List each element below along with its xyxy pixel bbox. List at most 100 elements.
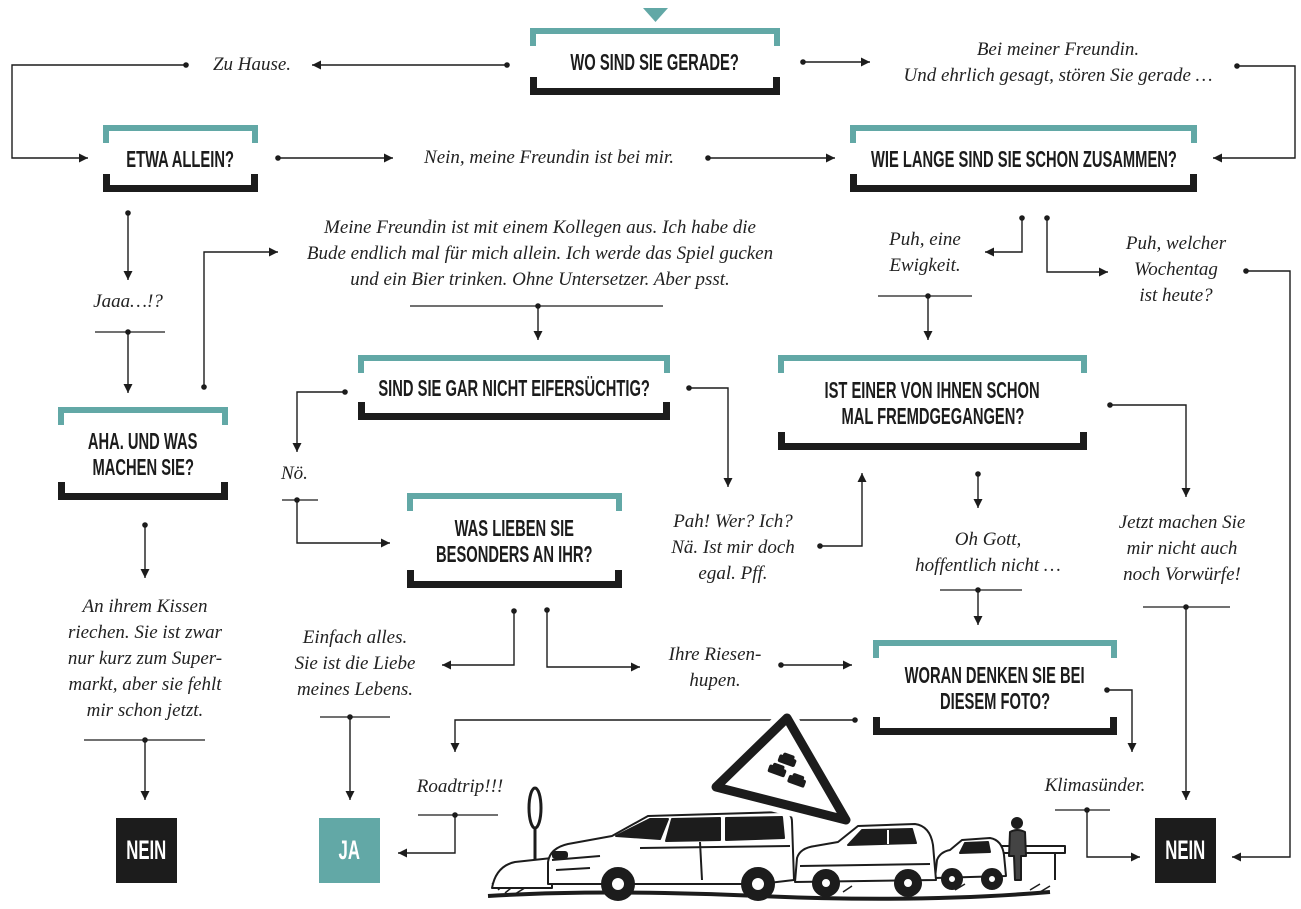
terminal-label: JA [338, 835, 361, 865]
connector-dot [544, 607, 550, 613]
answer-jaaa: Jaaa…!? [78, 289, 178, 315]
connector-dot [201, 384, 207, 390]
connector-arrow [820, 473, 867, 547]
connector-arrow [442, 611, 515, 670]
connector-arrow [1046, 218, 1108, 277]
answer-kissen: An ihrem Kissen riechen. Sie ist zwar nu… [40, 594, 250, 724]
answer-nein-freundin-bei-mir: Nein, meine Freundin ist bei mir. [389, 145, 709, 171]
connector-arrow [1110, 404, 1191, 497]
answer-line: Einfach alles. [302, 627, 408, 648]
answer-line: An ihrem Kissen [82, 596, 208, 617]
car-rear [934, 837, 1007, 890]
connector-dot [975, 471, 981, 477]
connector-dot [1019, 215, 1025, 221]
answer-line: markt, aber sie fehlt [68, 674, 222, 695]
answer-line: Sie ist die Liebe [294, 653, 416, 674]
answer-line: Zu Hause. [212, 54, 292, 75]
question-text: SIND SIE GAR NICHT EIFERSÜCHTIG? [378, 374, 650, 401]
answer-riesenhupen: Ihre Riesen- hupen. [655, 642, 775, 694]
terminal-label: NEIN [1165, 835, 1206, 865]
connector-dot [511, 608, 517, 614]
answer-line: mir nicht auch [1126, 538, 1238, 559]
connector-arrow [398, 815, 456, 858]
start-triangle-icon [643, 8, 668, 22]
answer-noe: Nö. [281, 461, 321, 487]
connector-dot [342, 389, 348, 395]
answer-line: Nä. Ist mir doch [671, 537, 795, 558]
connector-dot [1234, 63, 1240, 69]
terminal-nein-left: NEIN [116, 818, 177, 883]
answer-wochentag: Puh, welcher Wochentag ist heute? [1106, 231, 1246, 309]
answer-line: meines Lebens. [296, 679, 414, 700]
answer-bei-meiner-freundin: Bei meiner Freundin. Und ehrlich gesagt,… [868, 37, 1248, 89]
connector-arrow [1232, 270, 1291, 862]
connector-dot [1243, 268, 1249, 274]
answer-line: Roadtrip!!! [416, 776, 504, 797]
connector-arrow [1086, 810, 1140, 862]
connector-dot [1107, 402, 1113, 408]
answer-line: Ewigkeit. [889, 255, 961, 276]
traffic-jam-illustration [487, 708, 1066, 901]
answer-vorwuerfe: Jetzt machen Sie mir nicht auch noch Vor… [1102, 510, 1262, 588]
question-text: BESONDERS AN IHR? [436, 540, 593, 567]
answer-line: Nein, meine Freundin ist bei mir. [424, 147, 674, 168]
question-text: ETWA ALLEIN? [126, 145, 235, 172]
connector-dot [142, 737, 148, 743]
answer-line: Oh Gott, [954, 529, 1022, 550]
connector-arrow [546, 610, 640, 672]
answer-line: Pah! Wer? Ich? [673, 511, 793, 532]
question-text: MACHEN SIE? [92, 453, 194, 480]
connector-dot [705, 155, 711, 161]
answer-line: mir schon jetzt. [86, 700, 204, 721]
answer-zu-hause: Zu Hause. [192, 52, 312, 78]
connector-arrow [985, 218, 1023, 257]
question-text: MAL FREMDGEGANGEN? [841, 402, 1024, 429]
connector-dot [925, 293, 931, 299]
connector-dot [504, 62, 510, 68]
answer-line: Jaaa…!? [93, 291, 163, 312]
question-wo-sind-sie-gerade: WO SIND SIE GERADE? [530, 28, 780, 95]
answer-line: Wochentag [1134, 259, 1218, 280]
answer-line: hupen. [689, 670, 741, 691]
answer-line: noch Vorwürfe! [1123, 564, 1241, 585]
question-was-lieben-sie: WAS LIEBEN SIE BESONDERS AN IHR? [407, 493, 622, 588]
connector-dot [1044, 215, 1050, 221]
connector-dot [535, 303, 541, 309]
answer-oh-gott: Oh Gott, hoffentlich nicht … [898, 527, 1078, 579]
question-text: WORAN DENKEN SIE BEI [905, 661, 1085, 688]
question-text: DIESEM FOTO? [939, 687, 1051, 714]
question-wie-lange: WIE LANGE SIND SIE SCHON ZUSAMMEN? [850, 125, 1197, 192]
connector-arrow [296, 500, 390, 548]
answer-line: hoffentlich nicht … [915, 555, 1061, 576]
terminal-nein-right: NEIN [1155, 818, 1216, 883]
connector-dot [125, 210, 131, 216]
traffic-jam-warning-sign-icon [706, 708, 856, 830]
answer-klimasuender: Klimasünder. [1030, 773, 1160, 799]
connector-arrow [11, 64, 186, 163]
connector-dot [125, 329, 131, 335]
question-aha-und-was-machen-sie: AHA. UND WAS MACHEN SIE? [58, 407, 228, 500]
connector-dot [347, 714, 353, 720]
connector-arrow [1213, 65, 1296, 163]
connector-dot [1104, 687, 1110, 693]
connector-dot [452, 812, 458, 818]
connector-dot [142, 522, 148, 528]
answer-line: Nö. [281, 463, 308, 484]
roadside-post [527, 786, 543, 888]
answer-line: Meine Freundin ist mit einem Kollegen au… [324, 217, 756, 238]
answer-pah: Pah! Wer? Ich? Nä. Ist mir doch egal. Pf… [658, 509, 808, 587]
answer-line: Klimasünder. [1044, 775, 1146, 796]
answer-line: Und ehrlich gesagt, stören Sie gerade … [903, 65, 1213, 86]
connector-dot [975, 587, 981, 593]
answer-line: ist heute? [1139, 285, 1213, 306]
answer-line: Jetzt machen Sie [1118, 512, 1246, 533]
question-text: AHA. UND WAS [88, 427, 198, 454]
connector-dot [852, 717, 858, 723]
answer-line: Bei meiner Freundin. [976, 39, 1140, 60]
answer-ewigkeit: Puh, eine Ewigkeit. [865, 227, 985, 279]
question-text: WAS LIEBEN SIE [454, 514, 575, 541]
connector-dot [778, 662, 784, 668]
answer-einfach-alles: Einfach alles. Sie ist die Liebe meines … [270, 625, 440, 703]
question-text: WO SIND SIE GERADE? [570, 48, 740, 75]
terminal-ja: JA [319, 818, 380, 883]
